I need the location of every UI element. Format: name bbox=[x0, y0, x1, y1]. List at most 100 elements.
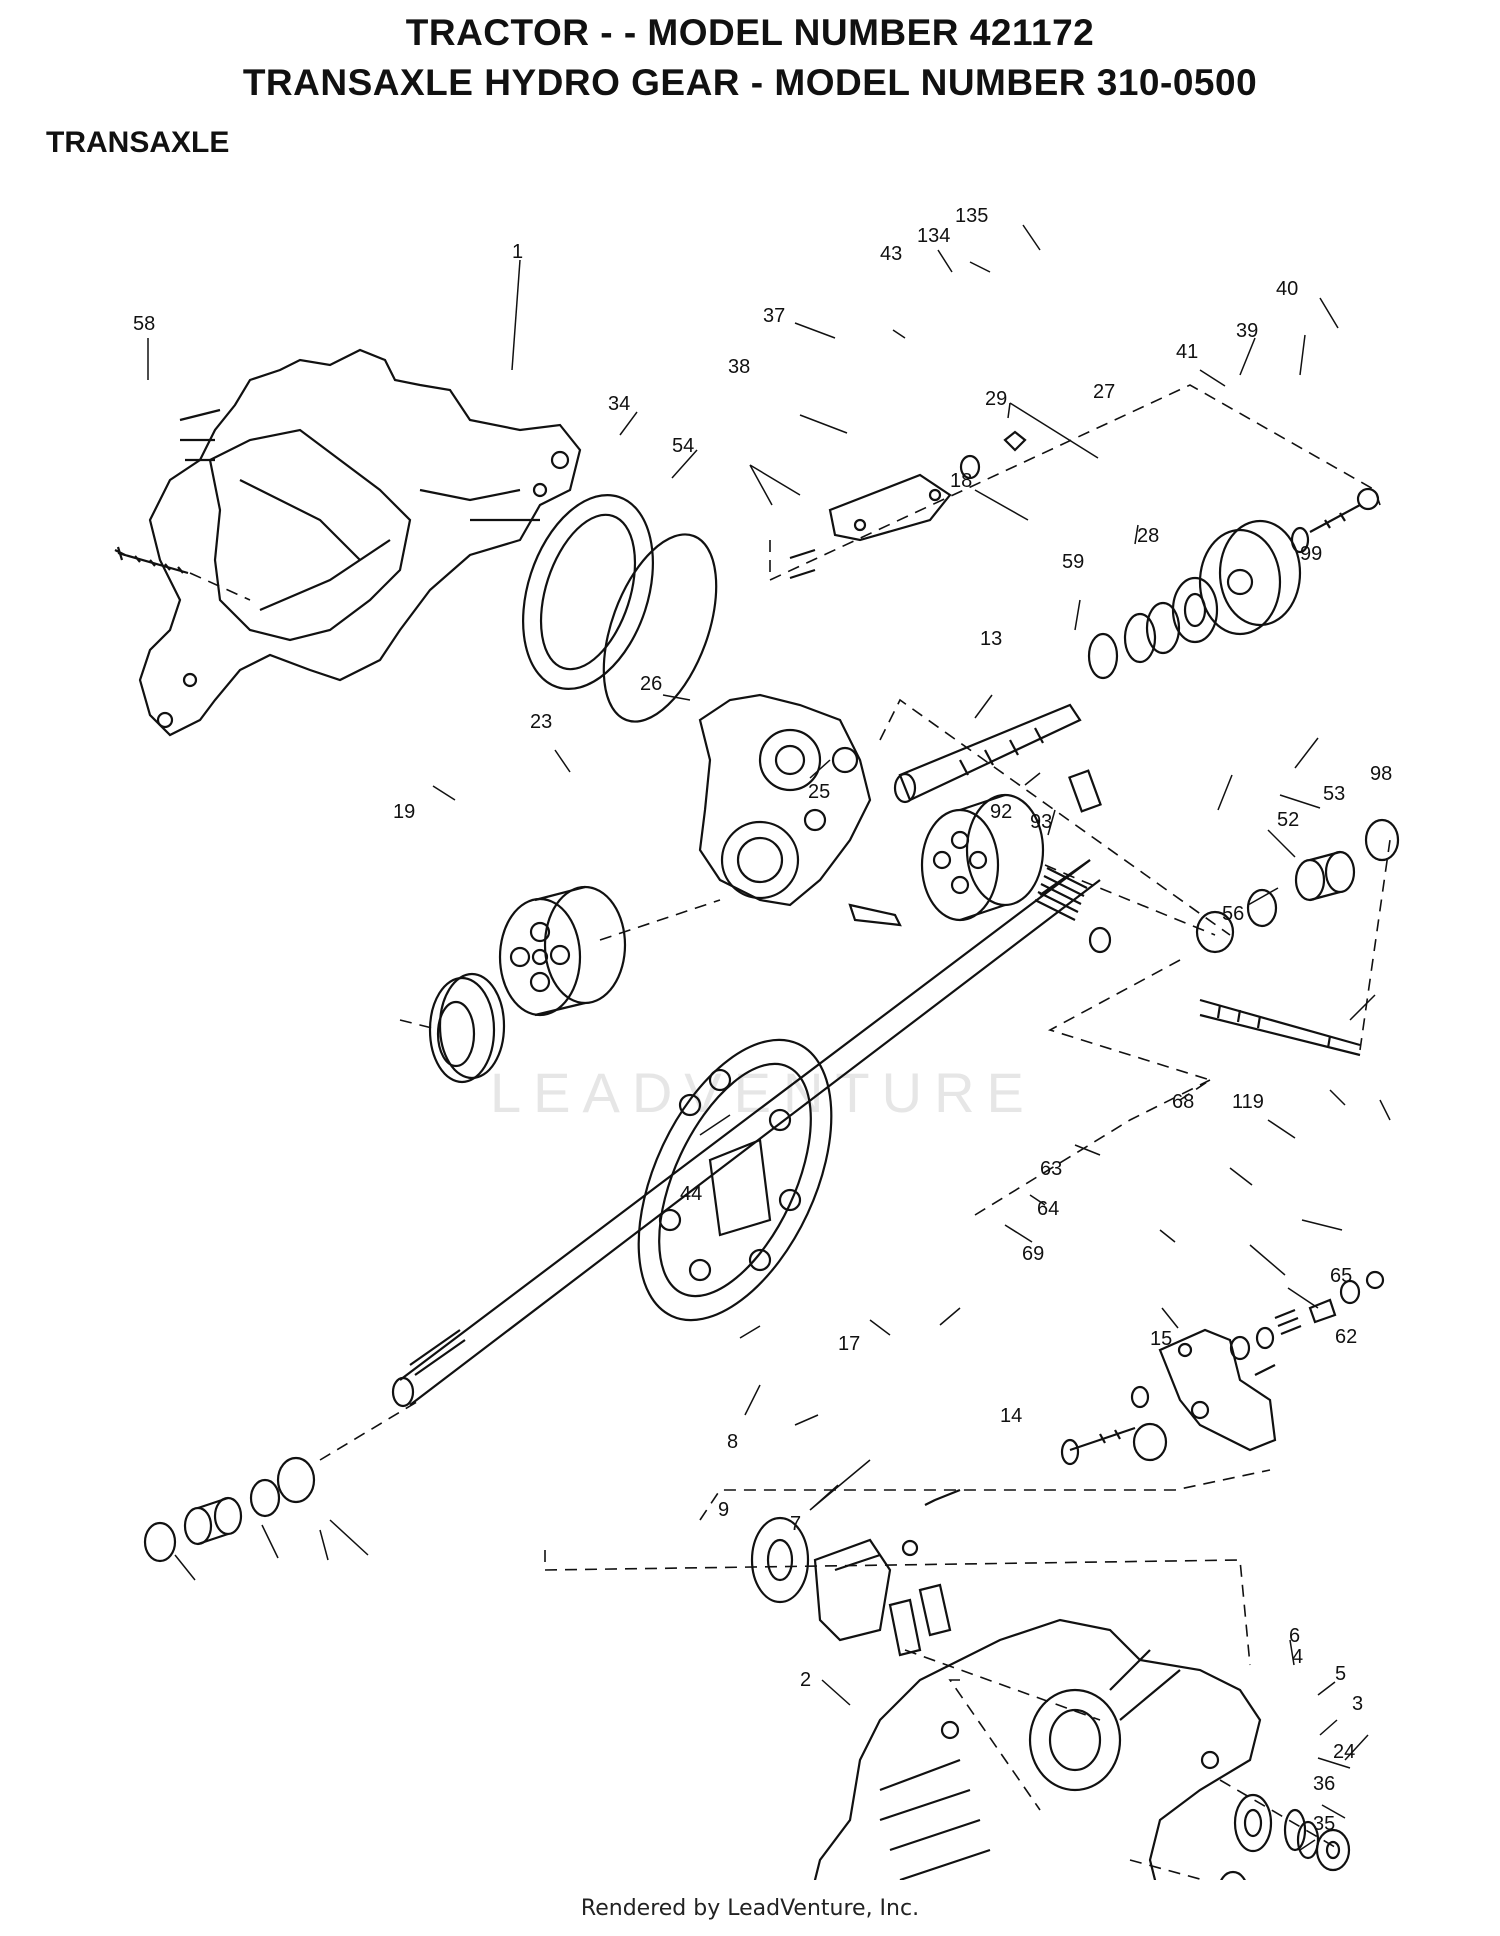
thrust-bearing-19-part bbox=[428, 972, 506, 1084]
callout-98: 98 bbox=[1370, 763, 1392, 785]
cylinder-block-23-part bbox=[498, 885, 627, 1017]
callout-59: 59 bbox=[1062, 551, 1084, 573]
callout-41: 41 bbox=[1176, 341, 1198, 363]
callout-119: 119 bbox=[1232, 1091, 1264, 1113]
callout-4: 4 bbox=[1292, 1646, 1303, 1668]
motor-shaft-56-part bbox=[1199, 998, 1361, 1057]
callout-52: 52 bbox=[1277, 809, 1299, 831]
washer-63-part bbox=[1130, 1385, 1150, 1409]
callout-15: 15 bbox=[1150, 1328, 1172, 1350]
bracket-37-part bbox=[828, 473, 952, 542]
bushing-98-right-part bbox=[1294, 850, 1356, 902]
nut-134-part bbox=[1003, 430, 1027, 452]
callout-56: 56 bbox=[1222, 903, 1244, 925]
snap-ring-93-part bbox=[1088, 926, 1112, 954]
washer-43-mid-part bbox=[1255, 1326, 1275, 1350]
washer-63b-part bbox=[1229, 1335, 1251, 1361]
spring-68-part bbox=[1274, 1308, 1302, 1336]
diagram-title-line-1: TRACTOR - - MODEL NUMBER 421172 bbox=[405, 12, 1095, 53]
swashplate-9-part bbox=[813, 1538, 892, 1642]
callout-27: 27 bbox=[1093, 381, 1115, 403]
washer-53-left-part bbox=[249, 1478, 281, 1518]
bearing-15-part bbox=[1132, 1422, 1168, 1462]
washer-43-top-part bbox=[959, 454, 981, 480]
callout-39: 39 bbox=[1236, 320, 1258, 342]
bearing-ring-34-part bbox=[522, 494, 654, 690]
callout-17: 17 bbox=[838, 1333, 860, 1355]
footer-credit: Rendered by LeadVenture, Inc. bbox=[580, 1896, 920, 1921]
callout-13: 13 bbox=[980, 628, 1002, 650]
screw-65-part bbox=[1254, 1364, 1276, 1376]
cylinder-block-13-part bbox=[920, 793, 1045, 922]
callout-93: 93 bbox=[1030, 811, 1052, 833]
callout-99: 99 bbox=[1300, 543, 1322, 565]
callout-5: 5 bbox=[1335, 1663, 1346, 1685]
callout-18: 18 bbox=[950, 470, 972, 492]
screw-39-part bbox=[1290, 504, 1361, 554]
center-section-26-part bbox=[698, 693, 872, 907]
callout-68: 68 bbox=[1172, 1091, 1194, 1113]
callout-26: 26 bbox=[640, 673, 662, 695]
nut-40-lower-part bbox=[1365, 1270, 1385, 1290]
bolt-69-part bbox=[1060, 1426, 1136, 1466]
callout-69: 69 bbox=[1022, 1243, 1044, 1265]
seal-99-left-part bbox=[143, 1521, 177, 1563]
callout-7: 7 bbox=[790, 1513, 801, 1535]
nut-40-part bbox=[1356, 487, 1380, 511]
washer-43-right-part bbox=[1339, 1279, 1361, 1305]
callout-8: 8 bbox=[727, 1431, 738, 1453]
seal-99-right-part bbox=[1364, 818, 1400, 862]
callout-64: 64 bbox=[1037, 1198, 1059, 1220]
callout-35: 35 bbox=[1313, 1813, 1335, 1835]
retaining-ring-4-part bbox=[1283, 1808, 1307, 1852]
callout-29: 29 bbox=[985, 388, 1007, 410]
callout-19: 19 bbox=[393, 801, 415, 823]
seal-3-part bbox=[1315, 1828, 1351, 1872]
callout-labels: 1 2 3 4 5 6 7 8 9 13 14 15 17 18 19 23 2… bbox=[133, 205, 1392, 1835]
callout-38: 38 bbox=[728, 356, 750, 378]
callout-92: 92 bbox=[990, 801, 1012, 823]
section-heading: TRANSAXLE bbox=[46, 126, 230, 159]
callout-37: 37 bbox=[763, 305, 785, 327]
pins-38-part bbox=[789, 548, 816, 580]
callout-36: 36 bbox=[1313, 1773, 1335, 1795]
callout-43: 43 bbox=[880, 243, 902, 265]
leader-lines bbox=[147, 224, 1391, 1851]
slot-guides-7-part bbox=[888, 1583, 952, 1657]
callout-25: 25 bbox=[808, 781, 830, 803]
retaining-ring-29a-part bbox=[1087, 632, 1119, 680]
callout-2: 2 bbox=[800, 1669, 811, 1691]
bearing-6-part bbox=[1233, 1793, 1273, 1853]
exploded-parts-diagram: 1 2 3 4 5 6 7 8 9 13 14 15 17 18 19 23 2… bbox=[114, 205, 1400, 1880]
guide-lines bbox=[189, 384, 1391, 1880]
lower-housing-part bbox=[813, 1618, 1262, 1880]
callout-58: 58 bbox=[133, 313, 155, 335]
callout-3: 3 bbox=[1352, 1693, 1363, 1715]
pin-59-part bbox=[1068, 769, 1102, 813]
bypass-arm-24-part bbox=[1220, 1870, 1246, 1880]
callout-62: 62 bbox=[1335, 1326, 1357, 1348]
callout-134: 134 bbox=[917, 225, 950, 247]
bolt-58-part bbox=[114, 546, 189, 575]
callout-1: 1 bbox=[512, 241, 523, 263]
callout-14: 14 bbox=[1000, 1405, 1022, 1427]
callout-53: 53 bbox=[1323, 783, 1345, 805]
diagram-title-line-2: TRANSAXLE HYDRO GEAR - MODEL NUMBER 310-… bbox=[242, 62, 1258, 103]
bearing-27-part bbox=[1171, 576, 1219, 644]
thrust-bearing-8-part bbox=[750, 1516, 810, 1604]
callout-34: 34 bbox=[608, 393, 630, 415]
spring-92-part bbox=[1034, 867, 1088, 921]
washer-52-right-part bbox=[1195, 910, 1235, 954]
callout-24: 24 bbox=[1333, 1741, 1355, 1763]
valve-25-part bbox=[848, 903, 902, 927]
bushing-98-left-part bbox=[183, 1496, 243, 1546]
axle-shaft-part bbox=[391, 859, 1101, 1408]
callout-6: 6 bbox=[1289, 1625, 1300, 1647]
callout-23: 23 bbox=[530, 711, 552, 733]
charge-pump-41-part bbox=[1198, 519, 1302, 636]
callout-135: 135 bbox=[955, 205, 988, 227]
callout-65: 65 bbox=[1330, 1265, 1352, 1287]
callout-40: 40 bbox=[1276, 278, 1298, 300]
pin-17-part bbox=[901, 1539, 919, 1557]
washer-52-left-part bbox=[276, 1456, 316, 1504]
